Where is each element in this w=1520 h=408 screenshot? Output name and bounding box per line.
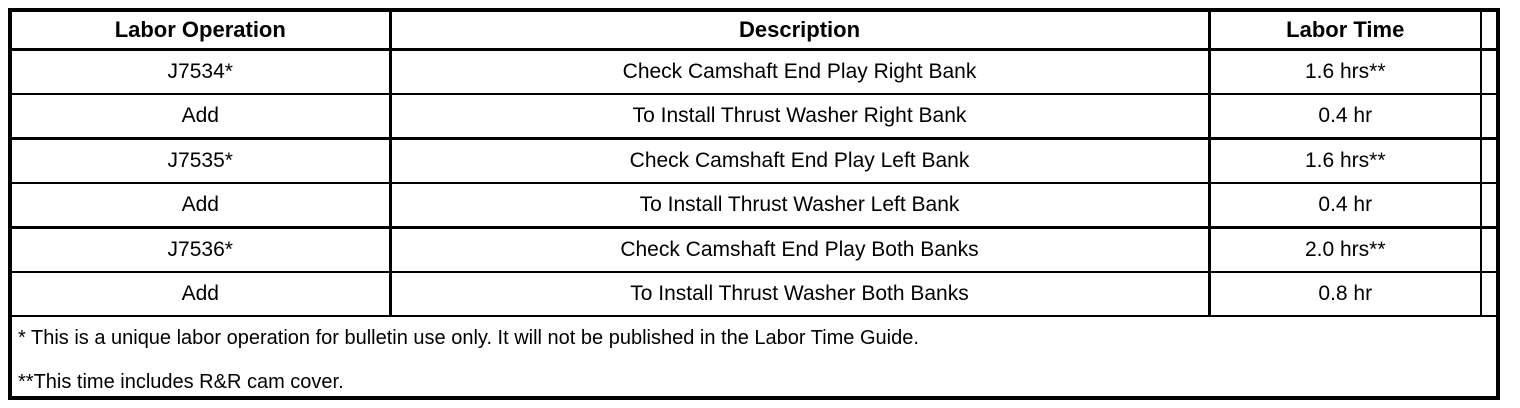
- labor-operation-table-container: Labor Operation Description Labor Time J…: [8, 8, 1500, 400]
- cell-description: Check Camshaft End Play Right Bank: [390, 49, 1211, 95]
- cell-labor-time: 2.0 hrs**: [1209, 227, 1482, 273]
- table-row: J7535* Check Camshaft End Play Left Bank…: [12, 138, 1496, 184]
- cell-labor-operation: Add: [12, 94, 392, 140]
- cell-description: Check Camshaft End Play Both Banks: [390, 227, 1211, 273]
- column-header-description: Description: [390, 12, 1211, 51]
- cell-labor-operation: J7536*: [12, 227, 392, 273]
- column-header-labor-time: Labor Time: [1209, 12, 1482, 51]
- footnote-single-asterisk: * This is a unique labor operation for b…: [18, 327, 919, 349]
- cell-spacer: [1481, 94, 1496, 140]
- cell-labor-time: 0.4 hr: [1209, 94, 1482, 140]
- footnote-double-asterisk: **This time includes R&R cam cover.: [18, 371, 344, 393]
- column-header-labor-operation: Labor Operation: [12, 12, 392, 51]
- table-header: Labor Operation Description Labor Time: [12, 12, 1496, 51]
- table-header-row: Labor Operation Description Labor Time: [12, 12, 1496, 51]
- cell-description: Check Camshaft End Play Left Bank: [390, 138, 1211, 184]
- cell-spacer: [1481, 227, 1496, 273]
- cell-spacer: [1481, 49, 1496, 95]
- cell-description: To Install Thrust Washer Both Banks: [390, 272, 1211, 317]
- table-row: J7534* Check Camshaft End Play Right Ban…: [12, 49, 1496, 95]
- table-row: J7536* Check Camshaft End Play Both Bank…: [12, 227, 1496, 273]
- cell-spacer: [1481, 183, 1496, 229]
- column-header-spacer: [1481, 12, 1496, 51]
- cell-labor-time: 1.6 hrs**: [1209, 49, 1482, 95]
- cell-labor-time: 0.4 hr: [1209, 183, 1482, 229]
- cell-spacer: [1481, 138, 1496, 184]
- cell-labor-operation: Add: [12, 183, 392, 229]
- labor-operation-table: Labor Operation Description Labor Time J…: [12, 12, 1496, 396]
- cell-description: To Install Thrust Washer Right Bank: [390, 94, 1211, 140]
- cell-spacer: [1481, 272, 1496, 317]
- cell-labor-operation: J7535*: [12, 138, 392, 184]
- table-row: Add To Install Thrust Washer Right Bank …: [12, 94, 1496, 140]
- cell-labor-time: 0.8 hr: [1209, 272, 1482, 317]
- cell-labor-operation: Add: [12, 272, 392, 317]
- table-row: Add To Install Thrust Washer Both Banks …: [12, 272, 1496, 317]
- footnotes-container: * This is a unique labor operation for b…: [12, 316, 1496, 396]
- footnote-spacer: [18, 349, 1490, 371]
- table-row: Add To Install Thrust Washer Left Bank 0…: [12, 183, 1496, 229]
- cell-labor-time: 1.6 hrs**: [1209, 138, 1482, 184]
- table-footnote-row: * This is a unique labor operation for b…: [12, 316, 1496, 396]
- table-body: J7534* Check Camshaft End Play Right Ban…: [12, 49, 1496, 396]
- cell-labor-operation: J7534*: [12, 49, 392, 95]
- cell-description: To Install Thrust Washer Left Bank: [390, 183, 1211, 229]
